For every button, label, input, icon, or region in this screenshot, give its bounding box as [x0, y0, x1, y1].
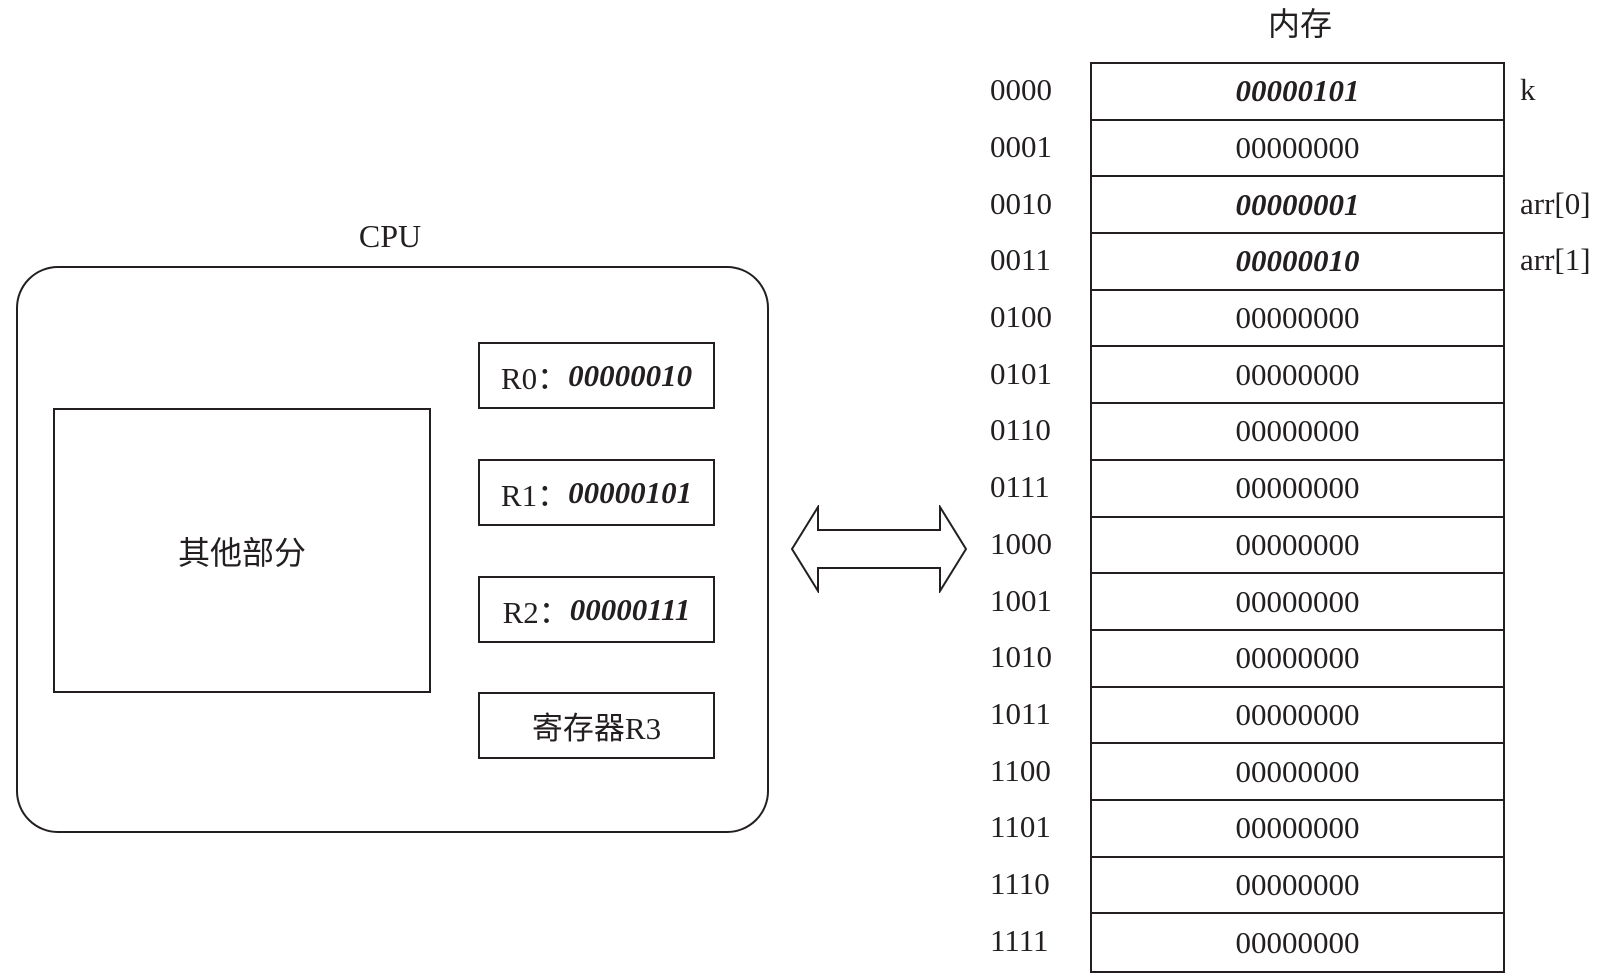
cpu-box: [16, 266, 769, 833]
register-r3-name: 寄存器R3: [531, 711, 662, 746]
memory-address: 0011: [990, 242, 1051, 278]
bus-double-arrow-icon: [790, 505, 968, 593]
memory-address: 1010: [990, 639, 1052, 675]
cpu-title: CPU: [358, 218, 422, 254]
memory-variable-label: arr[0]: [1520, 185, 1591, 221]
memory-variable-labels: k arr[0] arr[1]: [1520, 62, 1604, 969]
memory-address: 1101: [990, 809, 1051, 845]
memory-address: 0110: [990, 412, 1051, 448]
memory-variable-label: k: [1520, 72, 1536, 108]
memory-cell: 00000001: [1092, 177, 1503, 235]
register-r1: R1：00000101: [478, 459, 715, 526]
register-r0-name: R0：: [500, 361, 569, 396]
other-components-box: 其他部分: [53, 408, 431, 693]
register-r3: 寄存器R3: [478, 692, 715, 759]
memory-address: 0001: [990, 129, 1052, 165]
memory-address: 0010: [990, 185, 1052, 221]
memory-address: 1100: [990, 752, 1051, 788]
memory-cell: 00000000: [1092, 744, 1503, 801]
memory-cell: 00000000: [1092, 291, 1503, 348]
memory-address: 0111: [990, 469, 1050, 505]
memory-cell: 00000000: [1092, 688, 1503, 745]
memory-variable-label: [1520, 572, 1604, 629]
memory-cell: 00000101: [1092, 64, 1503, 121]
memory-address: 1011: [990, 695, 1051, 731]
memory-address: 1111: [990, 922, 1049, 958]
memory-variable-label: [1520, 289, 1604, 346]
memory-address: 0100: [990, 299, 1052, 335]
memory-cell: 00000010: [1092, 234, 1503, 291]
memory-title: 内存: [1267, 6, 1332, 42]
memory-variable-label: [1520, 345, 1604, 402]
memory-address-column: 0000 0001 0010 0011 0100 0101 0110 0111 1000 1001…: [990, 62, 1080, 969]
memory-variable-label: [1520, 629, 1604, 686]
register-r2-name: R2：: [502, 595, 570, 630]
memory-cell: 00000000: [1235, 924, 1360, 960]
memory-cell: 00000000: [1092, 347, 1503, 405]
memory-cell: 00000000: [1092, 574, 1503, 631]
memory-variable-label: [1520, 459, 1604, 516]
memory-address: 1110: [990, 865, 1050, 901]
memory-variable-label: [1520, 516, 1604, 573]
memory-cell: 00000000: [1092, 801, 1503, 858]
memory-variable-label: [1520, 742, 1604, 799]
memory-variable-label: [1520, 799, 1604, 856]
memory-cell: 00000000: [1092, 404, 1503, 461]
memory-address: 1001: [990, 582, 1052, 618]
register-r1-value: 00000101: [568, 474, 693, 510]
memory-address: 0000: [990, 72, 1052, 108]
memory-cell: 00000000: [1092, 631, 1503, 688]
memory-variable-label: arr[1]: [1520, 242, 1591, 278]
other-components-label: 其他部分: [177, 534, 306, 571]
register-r2-value: 00000111: [569, 591, 691, 627]
memory-variable-label: [1520, 856, 1604, 913]
memory-variable-label: [1520, 119, 1604, 176]
memory-cell: 00000000: [1092, 461, 1503, 518]
memory-variable-label: [1520, 912, 1604, 969]
memory-address: 1000: [990, 525, 1052, 561]
register-r0-value: 00000010: [568, 357, 693, 393]
memory-address: 0101: [990, 355, 1052, 391]
register-r1-name: R1：: [500, 478, 569, 513]
register-r0: R0：00000010: [478, 342, 715, 409]
memory-cell: 00000000: [1092, 858, 1503, 915]
memory-cell: 00000000: [1092, 121, 1503, 178]
register-r2: R2：00000111: [478, 576, 715, 643]
memory-variable-label: [1520, 402, 1604, 459]
memory-cell: 00000000: [1092, 518, 1503, 575]
memory-variable-label: [1520, 686, 1604, 743]
